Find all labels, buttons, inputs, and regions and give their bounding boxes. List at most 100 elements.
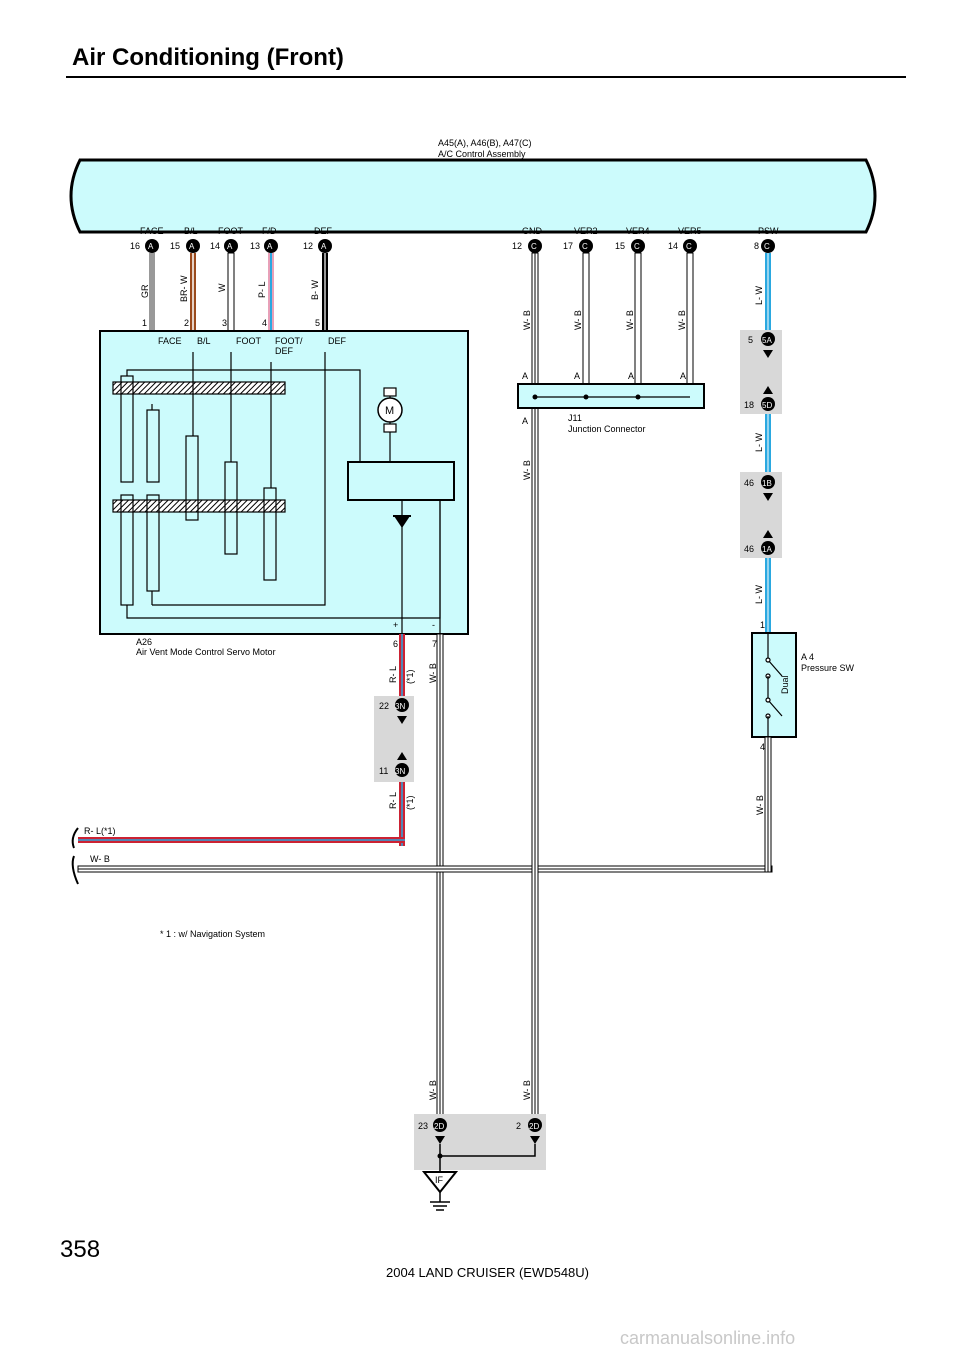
svg-text:C: C: [764, 242, 770, 251]
svg-text:C: C: [582, 242, 588, 251]
wire-color-def: B- W: [310, 279, 320, 300]
svg-text:14: 14: [210, 241, 220, 251]
svg-text:22: 22: [379, 701, 389, 711]
pressure-switch-box: [751, 632, 797, 738]
footnote: * 1 : w/ Navigation System: [160, 929, 265, 939]
svg-text:W- B: W- B: [625, 310, 635, 330]
svg-text:DEF: DEF: [314, 226, 333, 236]
svg-text:5A: 5A: [762, 336, 772, 345]
svg-text:A: A: [227, 242, 233, 251]
pressure-switch-mode: Dual: [780, 675, 790, 694]
servo-motor-id: A26: [136, 637, 152, 647]
svg-text:GND: GND: [522, 226, 543, 236]
bus-wb: [77, 865, 773, 873]
bus-break: [71, 827, 79, 885]
junction-connector-j11: [517, 383, 705, 409]
motor-symbol: M: [385, 405, 394, 417]
junction-connector-id: J11: [568, 413, 582, 423]
svg-text:11: 11: [379, 766, 388, 776]
terminal-face: FACE 16 A: [130, 226, 164, 253]
svg-text:W- B: W- B: [90, 854, 110, 864]
svg-text:A: A: [628, 371, 634, 381]
watermark: carmanualsonline.info: [620, 1328, 796, 1348]
terminal-ver5: VER5 14 C: [668, 226, 702, 253]
wire-bl: [190, 253, 196, 331]
svg-text:F/D: F/D: [262, 226, 277, 236]
svg-text:C: C: [634, 242, 640, 251]
wire-pressure-out: [764, 736, 772, 873]
svg-text:3N: 3N: [395, 702, 405, 711]
svg-text:W- B: W- B: [573, 310, 583, 330]
svg-text:1A: 1A: [762, 545, 772, 554]
svg-text:B/L: B/L: [184, 226, 198, 236]
wire-def: [322, 253, 328, 331]
pressure-switch-contacts: [765, 633, 783, 737]
svg-text:46: 46: [744, 544, 754, 554]
terminal-psw: PSW 8 C: [754, 226, 779, 253]
title-rule: [66, 76, 906, 78]
svg-text:5: 5: [748, 335, 753, 345]
control-assembly-name: A/C Control Assembly: [438, 149, 526, 159]
terminal-ver4: VER4 15 C: [615, 226, 650, 253]
svg-text:13: 13: [250, 241, 260, 251]
svg-text:A: A: [148, 242, 154, 251]
svg-text:2D: 2D: [529, 1122, 539, 1131]
wire-face: [149, 253, 155, 331]
svg-text:8: 8: [754, 241, 759, 251]
wire-fd: [268, 253, 274, 331]
wire-psw: [765, 253, 771, 633]
terminal-foot: FOOT 14 A: [210, 226, 243, 253]
svg-text:46: 46: [744, 478, 754, 488]
page-title: Air Conditioning (Front): [72, 44, 344, 71]
svg-text:17: 17: [563, 241, 573, 251]
wire-ver2: [582, 252, 590, 386]
wire-ver4: [634, 252, 642, 386]
svg-text:(*1): (*1): [405, 795, 415, 810]
servo-internals: [112, 352, 455, 634]
svg-text:16: 16: [130, 241, 140, 251]
svg-text:W- B: W- B: [677, 310, 687, 330]
svg-text:23: 23: [418, 1121, 428, 1131]
svg-text:R- L(*1): R- L(*1): [84, 826, 116, 836]
svg-text:5D: 5D: [762, 401, 772, 410]
servo-terminal-footdef-1: FOOT/: [275, 336, 303, 346]
ground-label: IF: [435, 1175, 444, 1185]
svg-text:A: A: [574, 371, 580, 381]
wire-foot: [227, 252, 235, 332]
wire-color-face: GR: [140, 284, 150, 298]
svg-text:4: 4: [760, 742, 765, 752]
svg-text:W- B: W- B: [522, 1080, 532, 1100]
svg-text:C: C: [531, 242, 537, 251]
svg-text:3: 3: [222, 318, 227, 328]
svg-text:2D: 2D: [434, 1122, 444, 1131]
svg-text:VER4: VER4: [626, 226, 650, 236]
svg-text:18: 18: [744, 400, 754, 410]
svg-text:A: A: [189, 242, 195, 251]
servo-terminal-def: DEF: [328, 336, 347, 346]
wire-color-bl: BR- W: [179, 275, 189, 302]
pressure-switch-id: A 4: [801, 652, 814, 662]
svg-text:12: 12: [512, 241, 522, 251]
servo-terminal-bl: B/L: [197, 336, 211, 346]
wire-color-foot: W: [217, 283, 227, 292]
svg-text:(*1): (*1): [405, 669, 415, 684]
wire-servo-gnd: [436, 633, 444, 1143]
page-number: 358: [60, 1236, 101, 1263]
terminal-fd: F/D 13 A: [250, 226, 278, 253]
bus-rl: [78, 837, 405, 843]
servo-terminal-face: FACE: [158, 336, 182, 346]
svg-text:L- W: L- W: [754, 285, 764, 305]
svg-text:7: 7: [432, 639, 437, 649]
svg-text:A: A: [522, 371, 528, 381]
svg-text:FOOT: FOOT: [218, 226, 243, 236]
svg-text:W- B: W- B: [522, 310, 532, 330]
svg-text:1: 1: [142, 318, 147, 328]
terminal-ver2: VER2 17 C: [563, 226, 598, 253]
svg-text:15: 15: [615, 241, 625, 251]
servo-terminal-footdef-2: DEF: [275, 346, 294, 356]
servo-terminal-foot: FOOT: [236, 336, 261, 346]
wire-color-fd: P- L: [257, 281, 267, 298]
svg-text:R- L: R- L: [388, 792, 398, 809]
terminal-bl: B/L 15 A: [170, 226, 200, 253]
